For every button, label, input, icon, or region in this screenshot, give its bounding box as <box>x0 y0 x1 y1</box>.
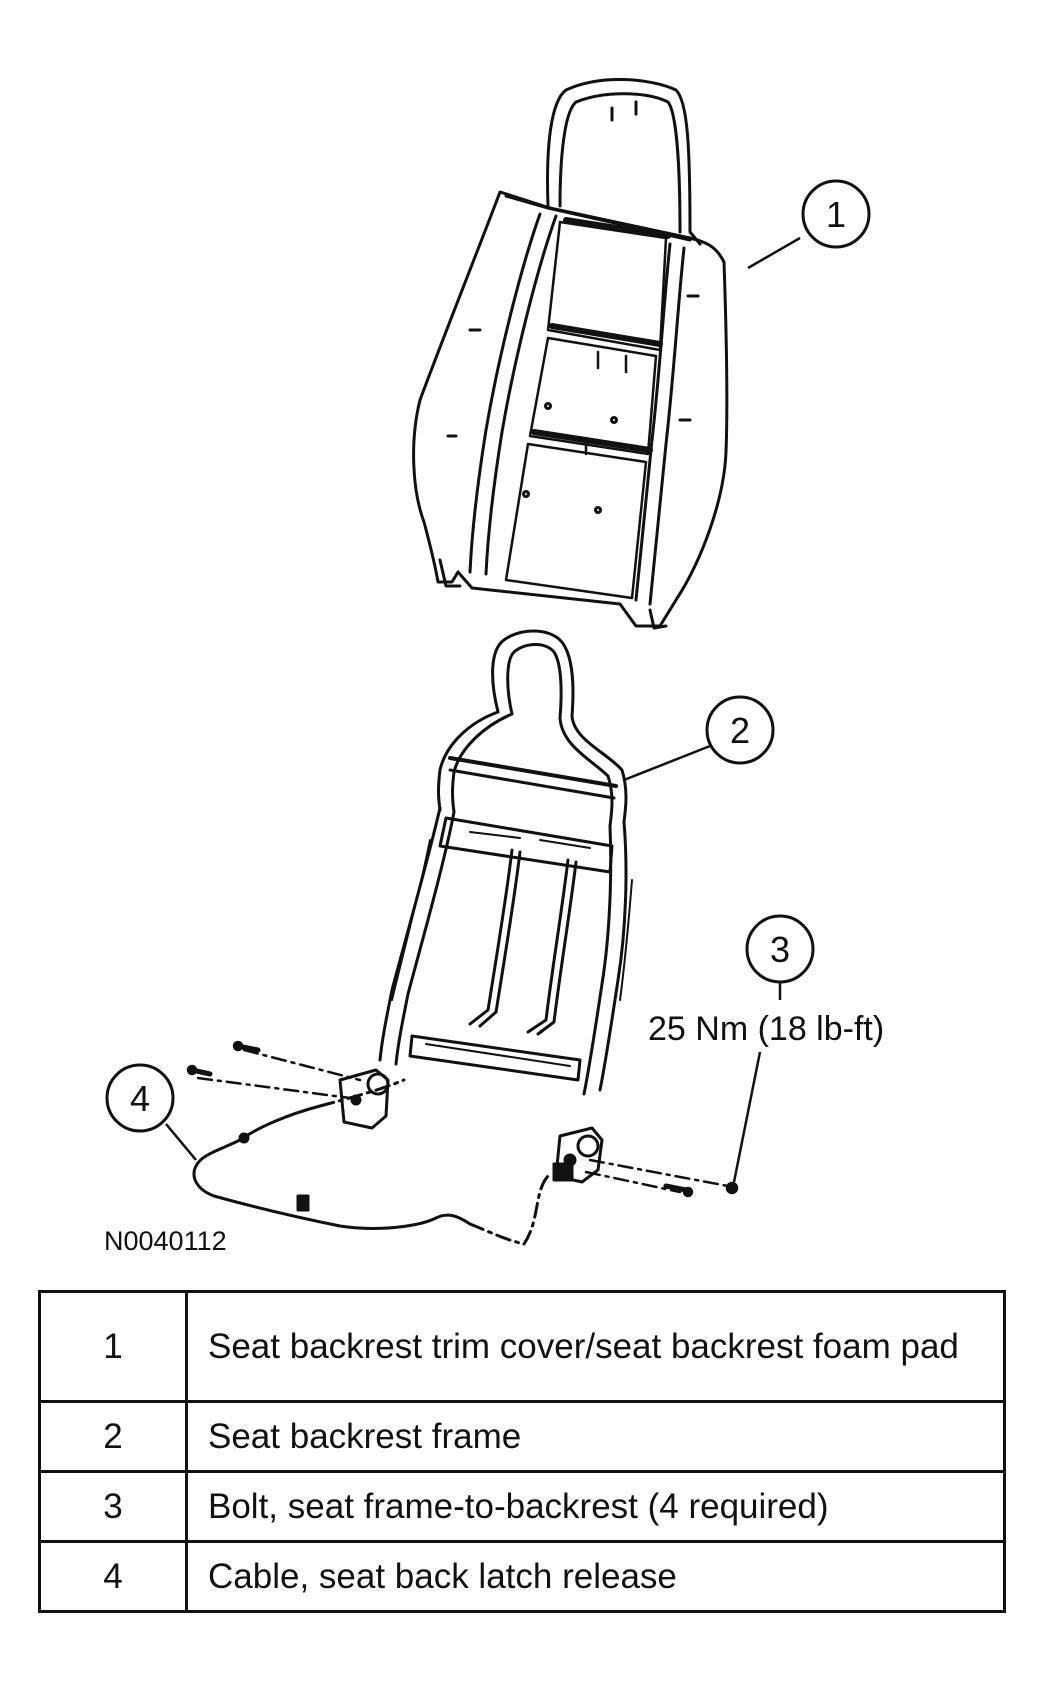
backrest-trim-cover-foam-pad <box>412 77 729 630</box>
callout-1-label: 1 <box>826 194 846 235</box>
callout-4-label: 4 <box>130 1078 150 1119</box>
backrest-frame-bolts <box>186 1040 739 1198</box>
callout-3-label: 3 <box>770 929 790 970</box>
latch-release-cable <box>192 1078 550 1246</box>
legend-item-description: Seat backrest frame <box>185 1400 1006 1473</box>
legend-item-number: 2 <box>38 1400 188 1473</box>
legend-item-description: Bolt, seat frame-to-backrest (4 required… <box>185 1470 1006 1543</box>
legend-item-number: 4 <box>38 1540 188 1613</box>
figure-id: N0040112 <box>104 1226 227 1256</box>
legend-item-description: Cable, seat back latch release <box>185 1540 1006 1613</box>
bolt-upper-mid <box>232 1040 261 1053</box>
callout-4: 4 <box>105 1063 197 1161</box>
legend-row: 1 Seat backrest trim cover/seat backrest… <box>38 1290 1006 1403</box>
callout-2: 2 <box>623 695 775 782</box>
backrest-frame <box>338 629 633 1184</box>
callout-3: 3 <box>732 914 815 1183</box>
bolt-upper-left <box>186 1064 213 1077</box>
callout-1: 1 <box>747 179 871 270</box>
legend-item-number: 3 <box>38 1470 188 1543</box>
callout-2-label: 2 <box>730 710 750 751</box>
bolt-lower-far-right <box>725 1181 739 1195</box>
legend-item-description: Seat backrest trim cover/seat backrest f… <box>185 1290 1006 1403</box>
legend-row: 2 Seat backrest frame <box>38 1400 1006 1473</box>
bolt-lower-right <box>663 1183 694 1198</box>
legend-row: 3 Bolt, seat frame-to-backrest (4 requir… <box>38 1470 1006 1543</box>
legend-item-number: 1 <box>38 1290 188 1403</box>
seat-backrest-exploded-view: 1 2 3 4 25 Nm (18 lb-ft) N0040112 <box>104 77 884 1256</box>
legend-row: 4 Cable, seat back latch release <box>38 1540 1006 1613</box>
parts-legend-table: 1 Seat backrest trim cover/seat backrest… <box>38 1290 1006 1613</box>
torque-spec-label: 25 Nm (18 lb-ft) <box>648 1010 884 1048</box>
